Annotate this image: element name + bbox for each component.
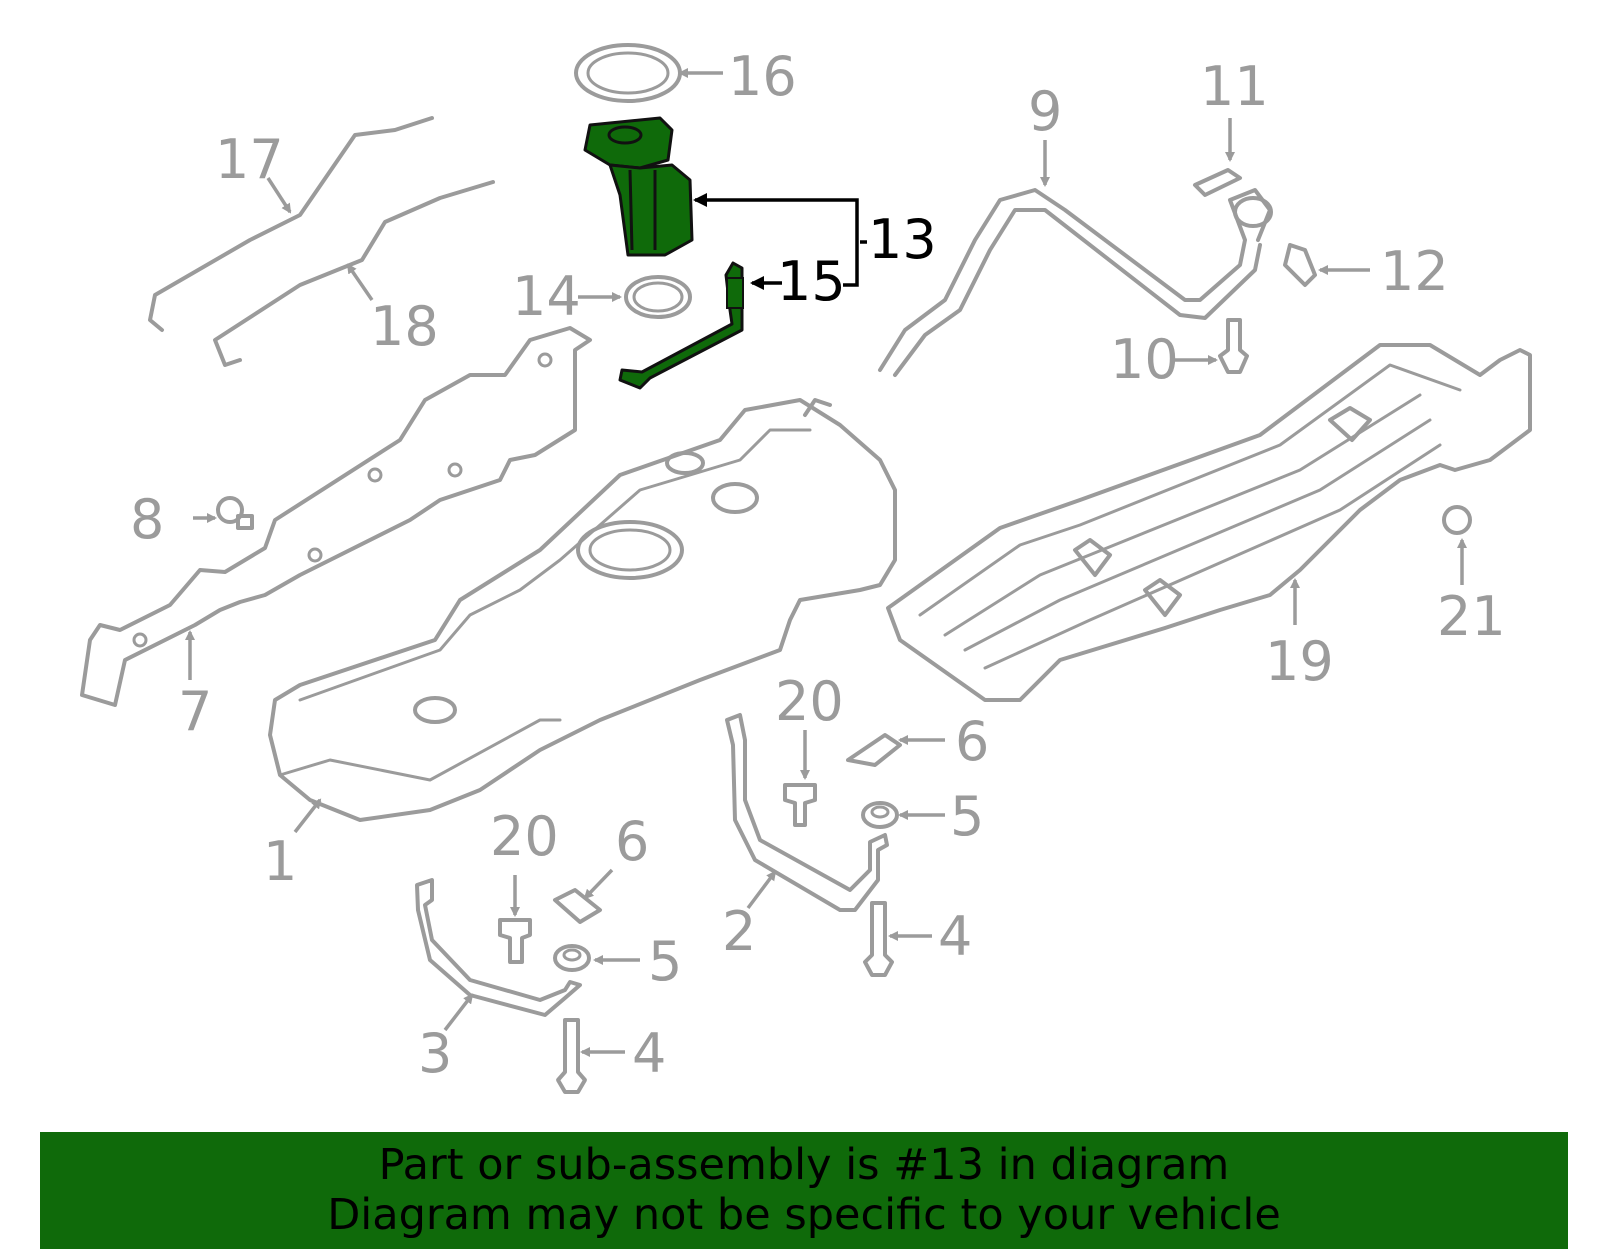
part-5-nut-b[interactable]: [553, 944, 591, 972]
callout-2: 2: [722, 900, 756, 963]
part-17-fuel-line[interactable]: [148, 116, 434, 332]
part-8-pushpin[interactable]: [216, 496, 254, 530]
callout-13: 13: [868, 208, 937, 271]
part-14-seal[interactable]: [624, 275, 692, 319]
callout-19: 19: [1265, 630, 1334, 693]
part-16-lock-ring[interactable]: [574, 43, 682, 103]
callout-5a: 5: [950, 785, 984, 848]
part-1-fuel-tank[interactable]: [268, 398, 897, 822]
part-5-nut-a[interactable]: [861, 801, 899, 829]
parts-diagram: 16 17 18 14 13 15 9 11 12 10 8 7 1 19 21…: [80, 43, 1532, 1094]
callout-leaders: [185, 68, 1467, 1057]
callout-leaders-highlight: [693, 193, 867, 290]
callout-7: 7: [178, 680, 212, 743]
callout-11: 11: [1200, 55, 1269, 118]
callout-labels: 16 17 18 14 13 15 9 11 12 10 8 7 1 19 21…: [130, 45, 1506, 1085]
callout-17: 17: [215, 128, 284, 191]
callout-3: 3: [418, 1022, 452, 1085]
part-6-clip-a[interactable]: [846, 733, 902, 767]
part-3-strap[interactable]: [415, 878, 582, 1017]
part-21-nut[interactable]: [1442, 505, 1472, 535]
part-4-bolt-a[interactable]: [863, 901, 894, 977]
callout-4a: 4: [938, 905, 972, 968]
part-11-clip[interactable]: [1193, 168, 1242, 197]
part-10-bolt[interactable]: [1218, 318, 1249, 374]
part-20-pin-b[interactable]: [498, 918, 532, 964]
callout-9: 9: [1028, 80, 1062, 143]
part-12-cap[interactable]: [1283, 243, 1317, 287]
callout-20a: 20: [775, 670, 844, 733]
callout-6a: 6: [955, 710, 989, 773]
callout-21: 21: [1437, 585, 1506, 648]
part-6-clip-b[interactable]: [553, 888, 602, 924]
part-9-filler-pipe[interactable]: [878, 188, 1273, 377]
callout-16: 16: [728, 45, 797, 108]
callout-5b: 5: [648, 930, 682, 993]
part-4-bolt-b[interactable]: [556, 1018, 587, 1094]
part-7-heat-shield[interactable]: [80, 326, 592, 707]
callout-4b: 4: [632, 1022, 666, 1085]
callout-10: 10: [1110, 328, 1179, 391]
callout-15: 15: [777, 250, 846, 313]
part-18-vapor-line[interactable]: [213, 180, 495, 367]
part-20-pin-a[interactable]: [783, 783, 817, 827]
callout-20b: 20: [490, 805, 559, 868]
callout-18: 18: [370, 295, 439, 358]
callout-6b: 6: [615, 810, 649, 873]
callout-12: 12: [1380, 240, 1449, 303]
banner-line-2: Diagram may not be specific to your vehi…: [327, 1190, 1281, 1240]
callout-1: 1: [263, 830, 297, 893]
part-13-fuel-pump-module[interactable]: [583, 116, 694, 257]
part-15-fuel-level-sender[interactable]: [618, 261, 744, 390]
info-banner: Part or sub-assembly is #13 in diagram D…: [40, 1132, 1568, 1249]
banner-line-1: Part or sub-assembly is #13 in diagram: [378, 1140, 1230, 1190]
callout-14: 14: [512, 265, 581, 328]
part-2-strap[interactable]: [725, 713, 889, 912]
part-19-skid-plate[interactable]: [886, 343, 1532, 702]
callout-8: 8: [130, 488, 164, 551]
